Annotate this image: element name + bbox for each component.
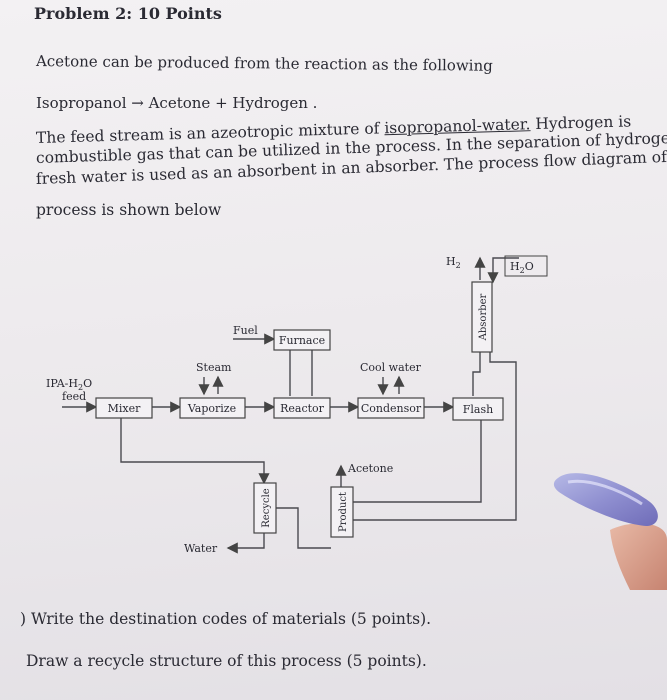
question-b: Draw a recycle structure of this process… <box>26 652 427 670</box>
reactor-label: Reactor <box>280 402 325 415</box>
condensor-box <box>357 397 425 419</box>
mixer-label: Mixer <box>108 402 141 415</box>
fuel-label: Fuel <box>233 324 258 337</box>
reactor-box <box>273 397 331 419</box>
paragraph-line-4: process is shown below <box>36 201 222 219</box>
water-label: Water <box>184 542 218 555</box>
feed-label: feed <box>62 390 86 403</box>
vaporize-label: Vaporize <box>187 402 236 415</box>
process-pipes <box>62 256 519 554</box>
furnace-box <box>273 329 331 351</box>
recycle-box <box>253 482 277 534</box>
furnace-label: Furnace <box>279 334 325 347</box>
steam-label: Steam <box>196 361 232 374</box>
fingernail-photo-artifact <box>553 473 667 590</box>
flash-label: Flash <box>463 403 493 416</box>
absorber-label: Absorber <box>478 293 489 341</box>
reaction-equation: Isopropanol → Acetone + Hydrogen . <box>36 94 318 112</box>
vaporize-box <box>179 397 246 419</box>
condensor-label: Condensor <box>361 402 422 415</box>
cool-water-label: Cool water <box>360 361 422 374</box>
problem-title: Problem 2: 10 Points <box>34 4 222 23</box>
absorber-box <box>471 281 493 353</box>
h2o-label: H2O <box>510 260 534 275</box>
question-a: ) Write the destination codes of materia… <box>20 610 432 628</box>
product-label: Product <box>338 492 349 532</box>
flash-box <box>452 397 504 421</box>
h2-label: H2 <box>446 255 461 270</box>
feed-stream-label: IPA-H2O <box>46 377 92 392</box>
h2o-box <box>504 255 548 277</box>
mixer-box <box>95 397 153 419</box>
product-box <box>330 486 354 538</box>
recycle-label: Recycle <box>261 488 272 527</box>
acetone-label: Acetone <box>347 462 393 475</box>
